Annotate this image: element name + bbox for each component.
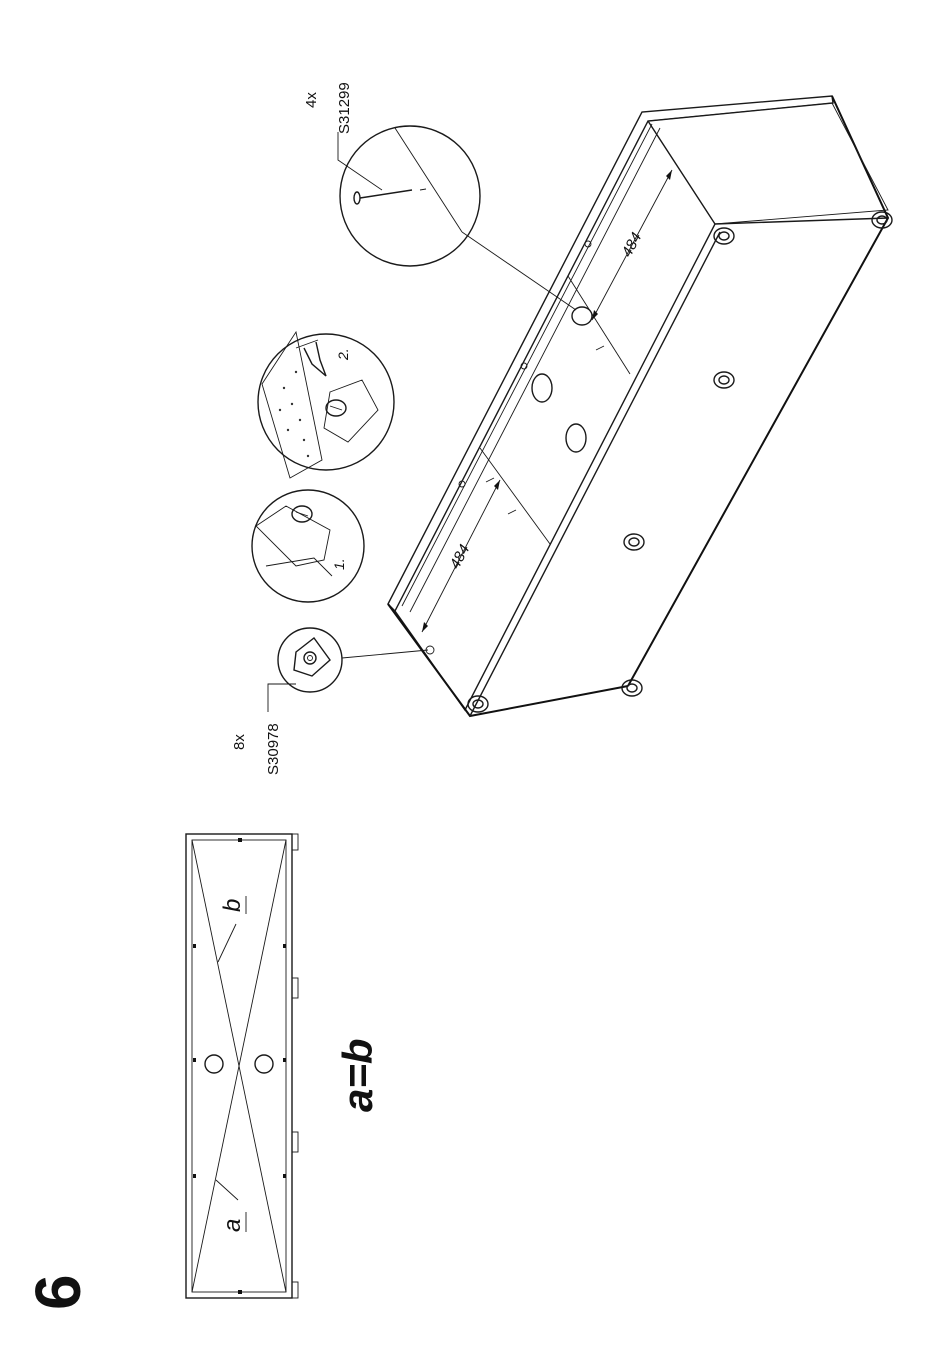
diagonal-check-view: a b	[186, 834, 298, 1298]
substep-two-label: 2.	[335, 348, 351, 361]
cabinet-foot	[714, 372, 734, 388]
connector-icon	[294, 638, 330, 676]
substep-one-label: 1.	[331, 558, 347, 570]
connector-code: S30978	[265, 723, 282, 775]
substep-one-detail: 1.	[252, 490, 364, 602]
screw-icon	[292, 506, 312, 522]
dimension-lower-value: 484	[447, 542, 474, 572]
dimension-upper-value: 484	[619, 230, 646, 260]
cabinet-foot	[714, 228, 734, 244]
diagonal-equation: a=b	[334, 1038, 381, 1112]
cabinet-foot	[872, 212, 892, 228]
cabinet-foot	[468, 696, 488, 712]
cabinet-foot	[624, 534, 644, 550]
substep-two-detail: 2.	[258, 332, 394, 478]
diagonal-label-a: a	[219, 1219, 246, 1232]
cabinet-foot	[622, 680, 642, 696]
nail-count: 4x	[303, 92, 320, 108]
step-number: 6	[22, 1274, 94, 1310]
diagonal-label-b: b	[219, 899, 246, 912]
screwdriver-icon	[296, 340, 326, 376]
connector-count: 8x	[231, 734, 248, 750]
dimension-upper: 484	[592, 170, 672, 320]
nail-icon	[354, 189, 426, 204]
nail-code: S31299	[336, 82, 353, 134]
dimension-lower: 484	[422, 480, 500, 632]
nail-detail: 4x S31299	[303, 82, 592, 325]
connector-detail: 8x S30978	[231, 628, 428, 775]
screw-icon	[326, 400, 346, 416]
cabinet-isometric	[388, 96, 892, 716]
